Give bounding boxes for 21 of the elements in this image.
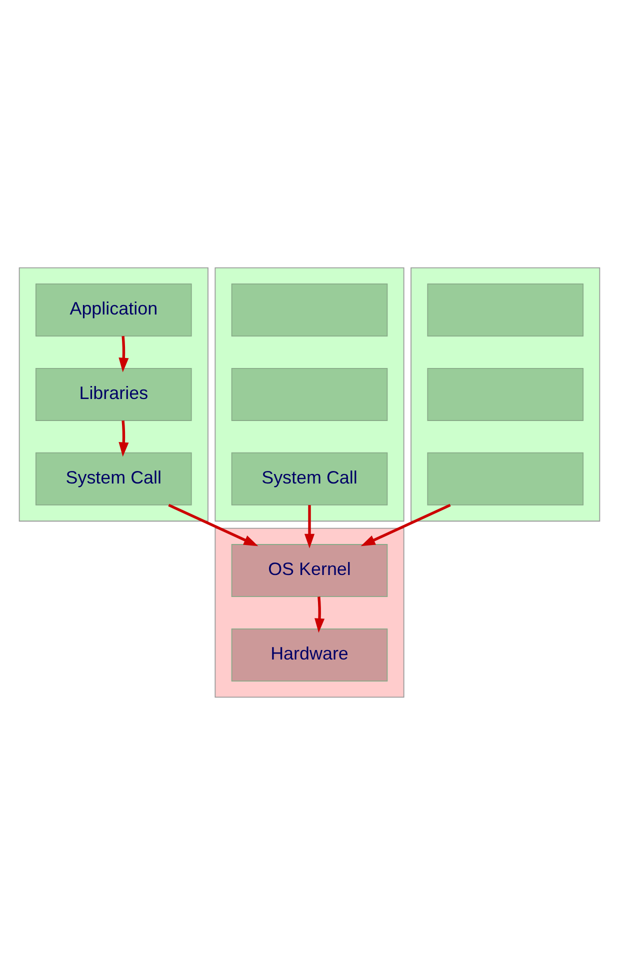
- node-box: OS Kernel: [231, 544, 388, 597]
- node-box: Application: [35, 283, 192, 336]
- arrow: [118, 420, 129, 456]
- node-box: [427, 367, 584, 420]
- node-box: System Call: [35, 452, 192, 505]
- cluster: [410, 266, 600, 522]
- cluster: [214, 527, 404, 698]
- arrow: [304, 504, 315, 548]
- node-box: Libraries: [35, 367, 192, 420]
- arrow: [118, 336, 129, 372]
- node-box: [427, 452, 584, 505]
- cluster: [214, 266, 404, 522]
- cluster: [18, 266, 208, 522]
- arrow: [360, 503, 451, 546]
- node-box: Hardware: [231, 628, 388, 681]
- node-box: System Call: [231, 452, 388, 505]
- arrow: [168, 503, 258, 546]
- node-box: [427, 283, 584, 336]
- node-box: [231, 283, 388, 336]
- arrow: [314, 596, 325, 632]
- node-box: [231, 367, 388, 420]
